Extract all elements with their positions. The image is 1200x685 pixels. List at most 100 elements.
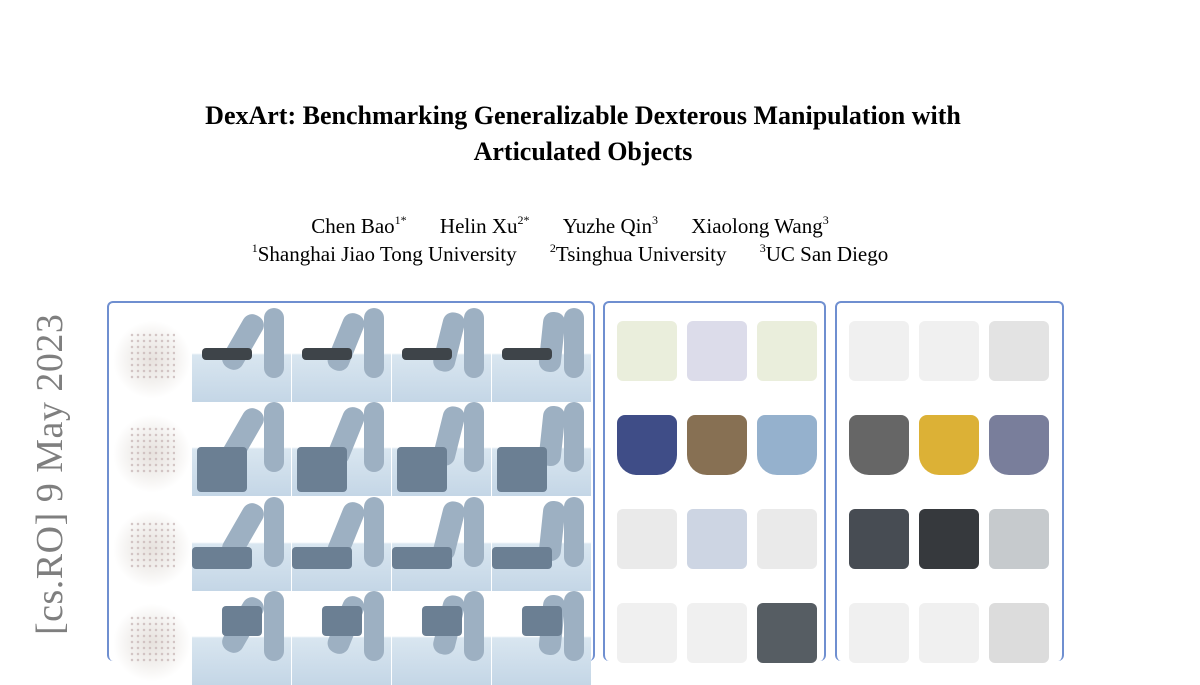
robot-base	[264, 402, 284, 472]
author-name: Xiaolong Wang	[691, 214, 823, 238]
object-laptop-2	[687, 509, 747, 569]
robot-base	[564, 402, 584, 472]
author-list: Chen Bao1* Helin Xu2* Yuzhe Qin3 Xiaolon…	[0, 212, 1140, 240]
bucket-object	[497, 447, 547, 492]
toilet-object	[222, 606, 262, 636]
robot-base	[564, 497, 584, 567]
point-cloud-toilet	[113, 591, 191, 685]
object-faucet-1	[849, 321, 909, 381]
affiliation: 2Tsinghua University	[550, 242, 727, 266]
frame-faucet-1	[192, 308, 291, 402]
robot-base	[264, 497, 284, 567]
robot-base	[364, 402, 384, 472]
affiliation-name: UC San Diego	[765, 242, 889, 266]
bucket-object	[297, 447, 347, 492]
author-name: Yuzhe Qin	[562, 214, 652, 238]
object-faucet-2	[687, 321, 747, 381]
robot-arm	[218, 310, 268, 374]
paper-title: DexArt: Benchmarking Generalizable Dexte…	[0, 98, 1166, 170]
frame-bucket-2	[292, 402, 391, 496]
author: Xiaolong Wang3	[691, 214, 829, 238]
author-name: Chen Bao	[311, 214, 395, 238]
author: Chen Bao1*	[311, 214, 406, 238]
frame-bucket-3	[392, 402, 491, 496]
frame-toilet-3	[392, 591, 491, 685]
object-bucket-3	[989, 415, 1049, 475]
object-bucket-1	[849, 415, 909, 475]
affiliation: 1Shanghai Jiao Tong University	[252, 242, 517, 266]
robot-base	[464, 402, 484, 472]
frame-bucket-1	[192, 402, 291, 496]
robot-arm	[537, 311, 567, 373]
frame-faucet-2	[292, 308, 391, 402]
object-faucet-2	[919, 321, 979, 381]
object-laptop-3	[757, 509, 817, 569]
object-toilet-1	[849, 603, 909, 663]
robot-base	[264, 591, 284, 661]
object-bucket-3	[757, 415, 817, 475]
object-bucket-2	[687, 415, 747, 475]
object-faucet-3	[757, 321, 817, 381]
author-mark: 3	[822, 213, 829, 227]
point-cloud-bucket	[113, 402, 191, 496]
affiliation-mark: 2	[549, 241, 556, 255]
bucket-object	[397, 447, 447, 492]
point-cloud-faucet	[113, 308, 191, 402]
bucket-object	[197, 447, 247, 492]
author: Yuzhe Qin3	[563, 214, 658, 238]
object-laptop-2	[919, 509, 979, 569]
robot-base	[464, 308, 484, 378]
author: Helin Xu2*	[440, 214, 530, 238]
affiliation-mark: 1	[251, 241, 258, 255]
robot-base	[564, 591, 584, 661]
frame-bucket-4	[492, 402, 591, 496]
robot-base	[364, 308, 384, 378]
author-name: Helin Xu	[439, 214, 518, 238]
toilet-object	[422, 606, 462, 636]
affiliation: 3UC San Diego	[760, 242, 889, 266]
affiliation-name: Shanghai Jiao Tong University	[257, 242, 517, 266]
faucet-object	[502, 348, 552, 360]
author-mark: 3	[651, 213, 658, 227]
robot-base	[564, 308, 584, 378]
object-toilet-3	[757, 603, 817, 663]
frame-laptop-4	[492, 497, 591, 591]
object-laptop-1	[617, 509, 677, 569]
robot-base	[464, 591, 484, 661]
toilet-object	[522, 606, 562, 636]
frame-toilet-1	[192, 591, 291, 685]
frame-laptop-1	[192, 497, 291, 591]
robot-base	[264, 308, 284, 378]
robot-base	[464, 497, 484, 567]
robot-arm	[431, 310, 467, 374]
figure-panel-manipulation-sequences	[107, 301, 595, 685]
faucet-object	[202, 348, 252, 360]
frame-toilet-2	[292, 591, 391, 685]
robot-base	[364, 497, 384, 567]
title-line-2: Articulated Objects	[473, 137, 693, 166]
robot-arm	[324, 310, 368, 374]
author-mark: 2*	[517, 213, 530, 227]
affiliation-mark: 3	[759, 241, 766, 255]
object-faucet-3	[989, 321, 1049, 381]
laptop-object	[492, 547, 552, 569]
laptop-object	[392, 547, 452, 569]
toilet-object	[322, 606, 362, 636]
object-toilet-2	[919, 603, 979, 663]
affiliation-list: 1Shanghai Jiao Tong University 2Tsinghua…	[0, 240, 1140, 268]
title-line-1: DexArt: Benchmarking Generalizable Dexte…	[205, 101, 961, 130]
laptop-object	[292, 547, 352, 569]
object-toilet-2	[687, 603, 747, 663]
arxiv-stamp: [cs.RO] 9 May 2023	[29, 313, 71, 635]
figure-panel-train-objects	[603, 301, 826, 663]
object-toilet-3	[989, 603, 1049, 663]
object-faucet-1	[617, 321, 677, 381]
frame-toilet-4	[492, 591, 591, 685]
figure-panel-test-objects	[835, 301, 1064, 663]
laptop-object	[192, 547, 252, 569]
object-toilet-1	[617, 603, 677, 663]
faucet-object	[302, 348, 352, 360]
frame-laptop-2	[292, 497, 391, 591]
faucet-object	[402, 348, 452, 360]
object-bucket-1	[617, 415, 677, 475]
